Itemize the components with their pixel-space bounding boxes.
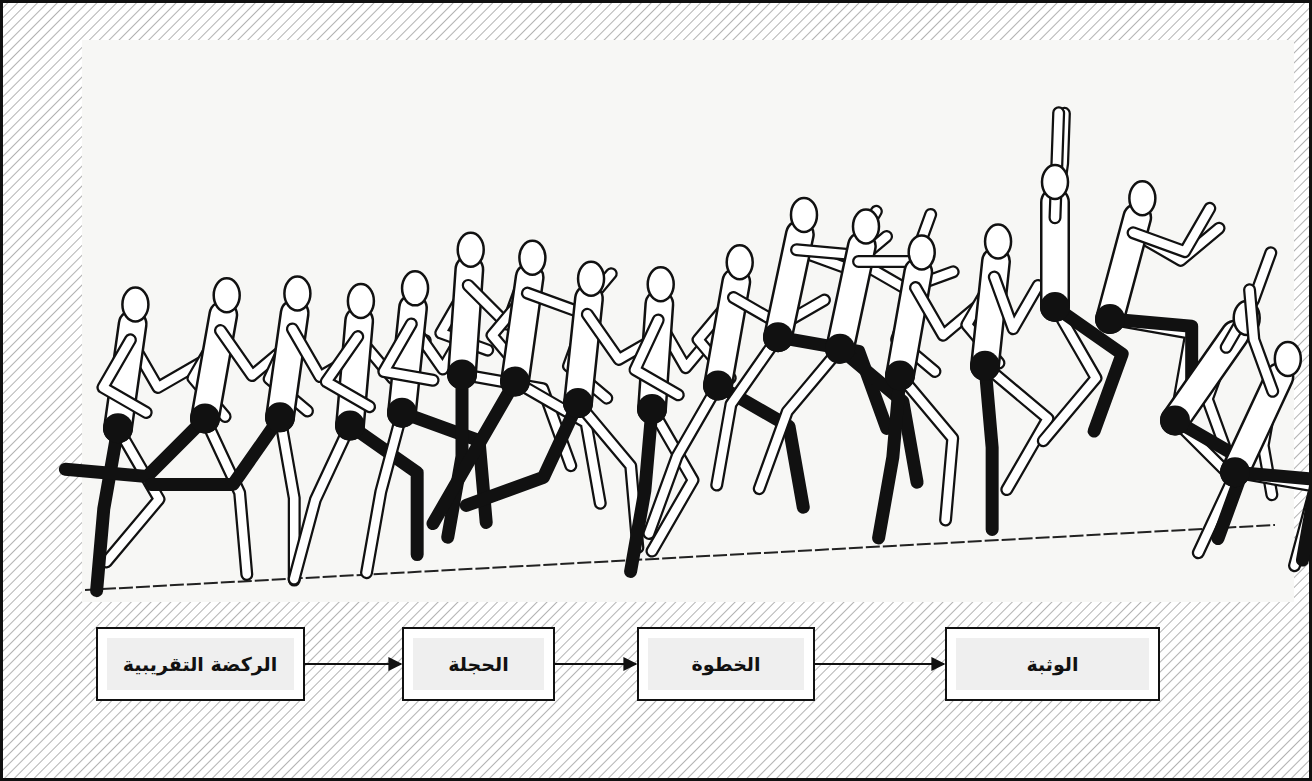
ground-line — [85, 525, 1275, 590]
athlete-figure — [151, 277, 363, 581]
athlete-figure — [631, 267, 718, 571]
process-box: الوثبة — [945, 627, 1160, 701]
athlete-figure — [759, 209, 953, 488]
athlete-figure — [717, 198, 887, 485]
athlete-figure — [65, 278, 290, 574]
illustration-panel — [82, 40, 1294, 602]
box-label: الخطوة — [692, 653, 761, 675]
process-box: الحجلة — [402, 627, 555, 701]
process-box: الركضة التقريبية — [96, 627, 305, 701]
box-label-panel: الخطوة — [648, 638, 804, 690]
athlete-figure — [967, 225, 1048, 530]
box-label-panel: الركضة التقريبية — [107, 638, 294, 690]
flow-arrow — [555, 663, 636, 665]
athlete-figure — [433, 241, 611, 524]
athlete-figure — [1220, 290, 1312, 566]
athlete-figure — [879, 235, 982, 538]
flow-arrow — [815, 663, 944, 665]
box-label: الركضة التقريبية — [123, 653, 277, 675]
box-label-panel: الحجلة — [413, 638, 544, 690]
athlete-figure — [466, 262, 662, 548]
flow-arrow — [305, 663, 402, 665]
box-label-panel: الوثبة — [956, 638, 1149, 690]
triple-jump-sequence — [65, 113, 1312, 591]
box-label: الوثبة — [1027, 653, 1079, 675]
box-label: الحجلة — [448, 653, 508, 675]
process-box: الخطوة — [637, 627, 815, 701]
